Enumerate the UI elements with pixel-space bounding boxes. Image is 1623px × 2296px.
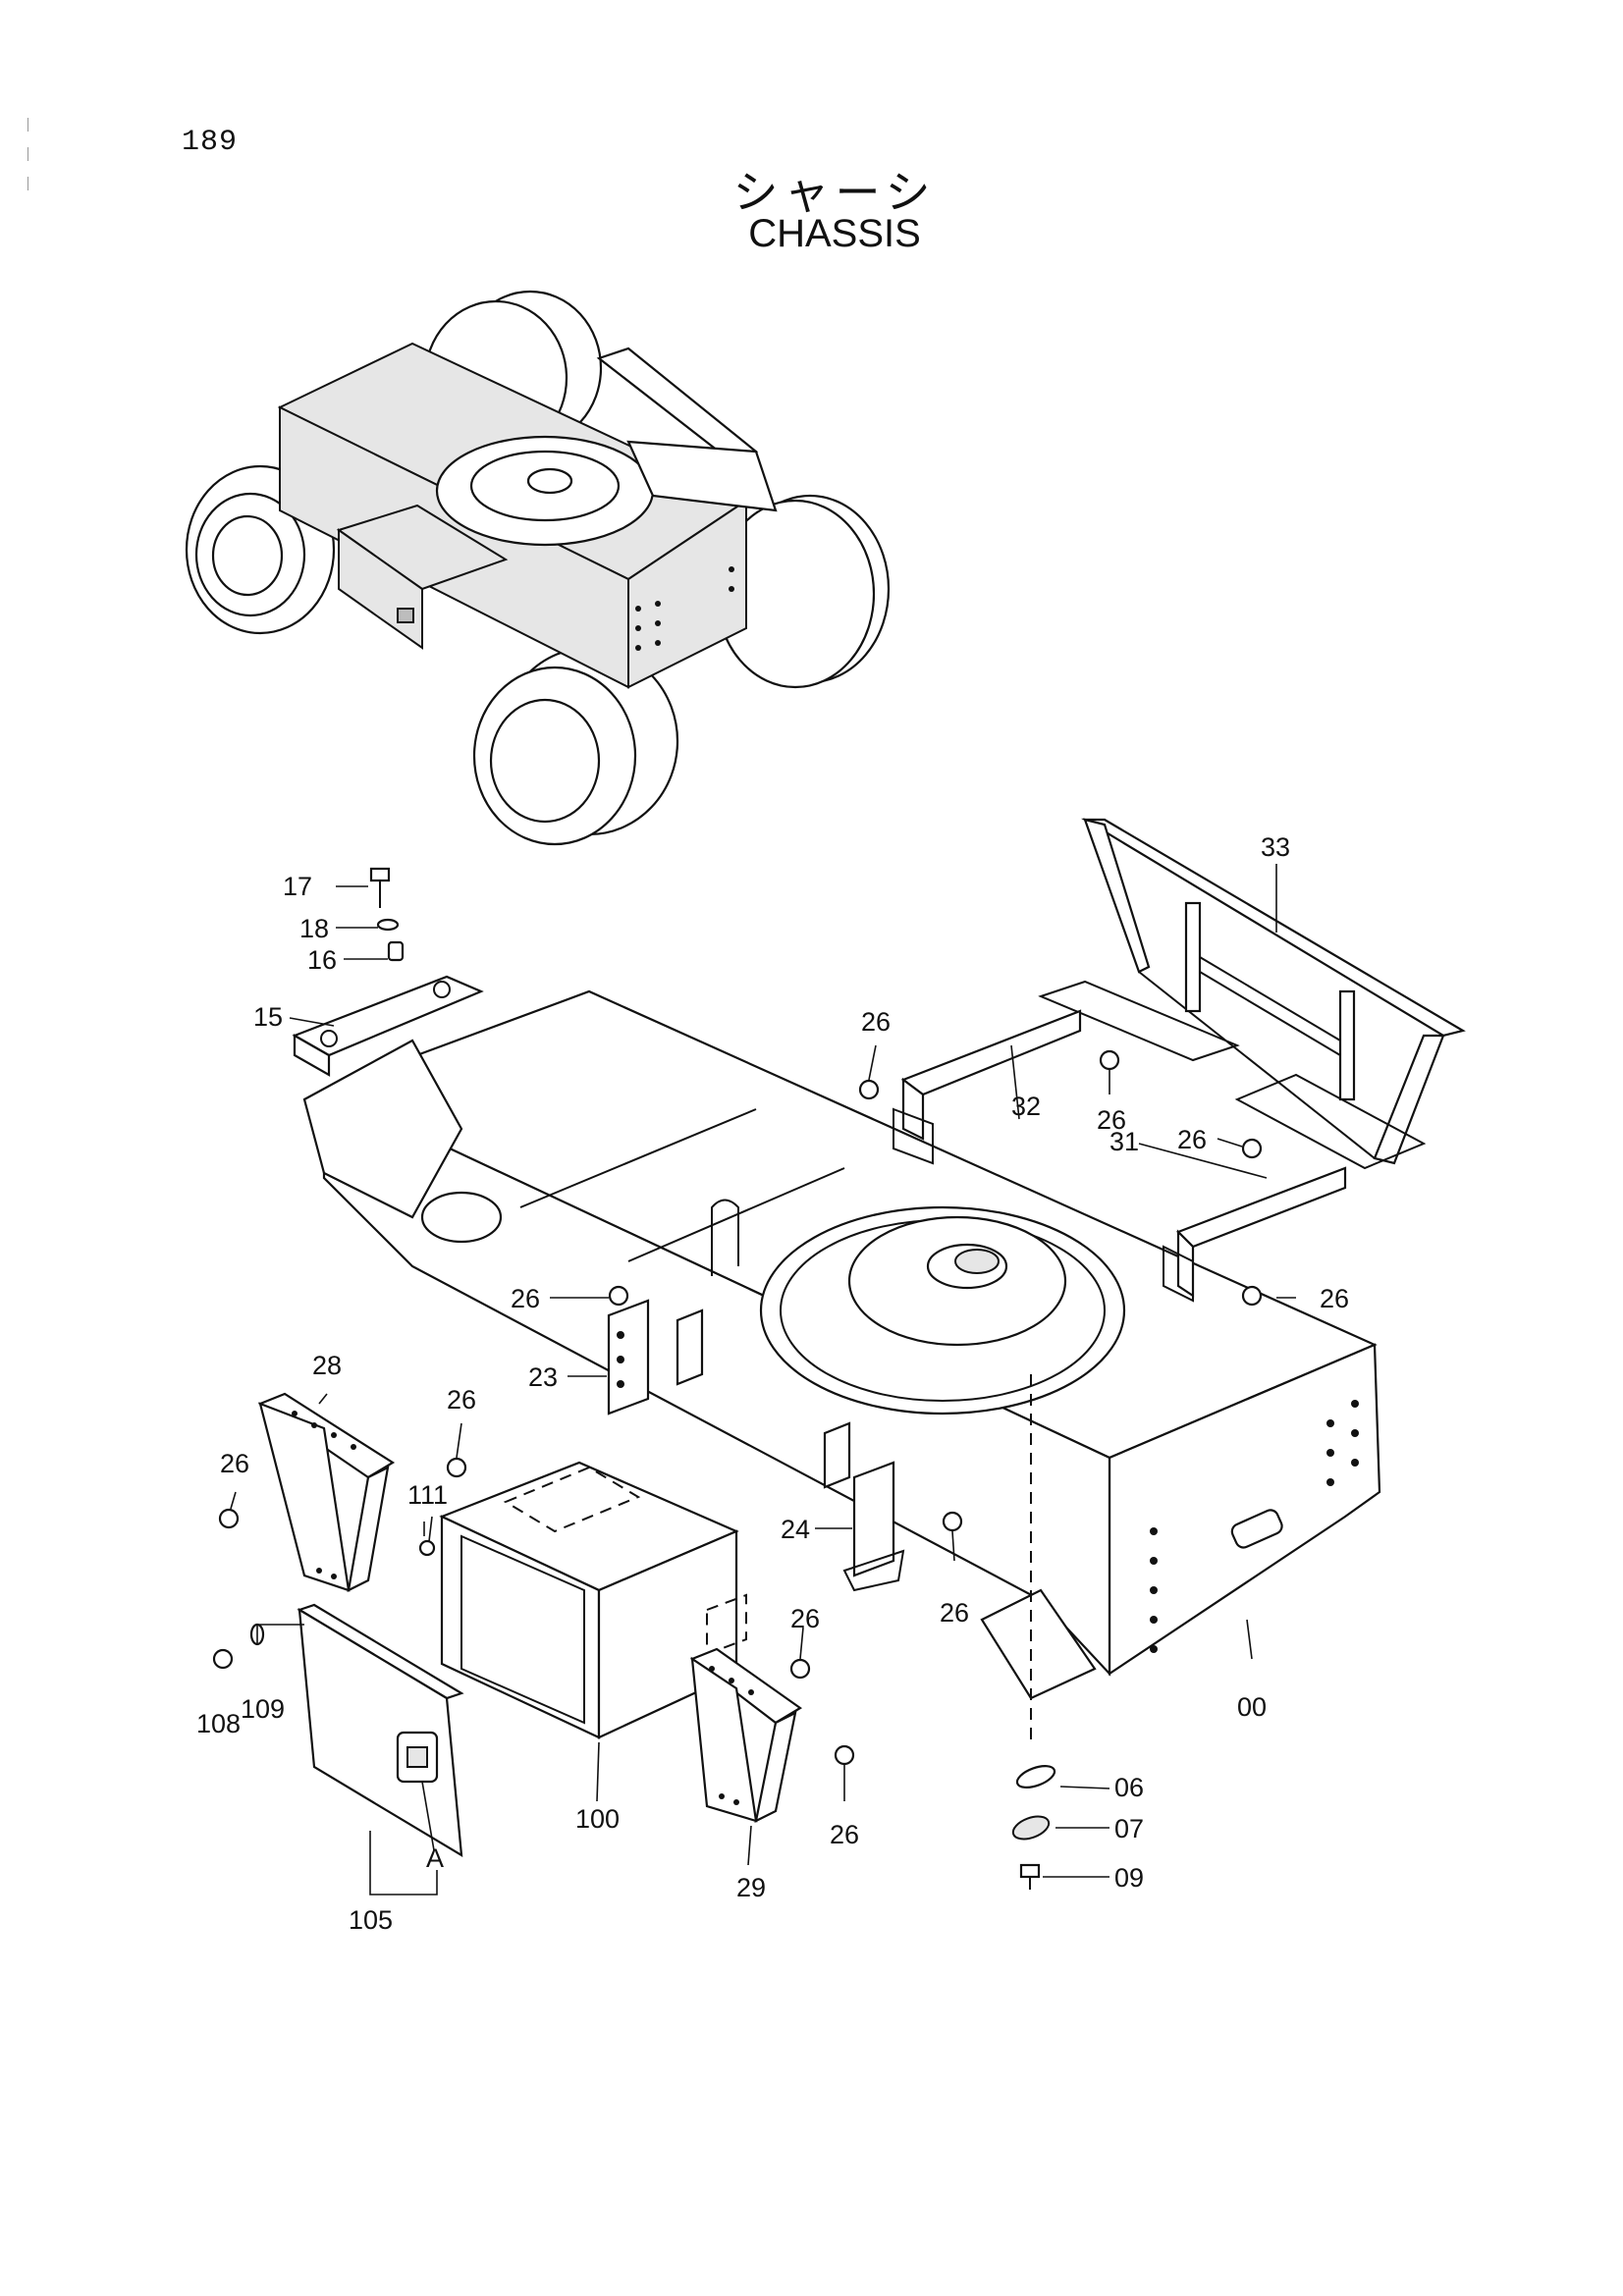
- frame-part-33: [1038, 818, 1466, 1170]
- callout-18: 18: [299, 914, 329, 943]
- step-part-28: [257, 1392, 396, 1592]
- callout-108: 108: [196, 1709, 241, 1738]
- callout-105: 105: [349, 1905, 393, 1935]
- chassis-overview-illustration: [185, 290, 891, 846]
- callout-07: 07: [1114, 1814, 1144, 1843]
- step-part-29: [689, 1647, 803, 1823]
- callout-109: 109: [241, 1694, 285, 1724]
- cover-part-105: [297, 1603, 464, 1858]
- callout-26-f: 26: [447, 1385, 476, 1415]
- plate-part-24: [823, 1421, 905, 1592]
- callout-100: 100: [575, 1804, 620, 1834]
- callout-28: 28: [312, 1351, 342, 1380]
- callout-29: 29: [736, 1873, 766, 1902]
- plate-part-23: [607, 1299, 704, 1415]
- callout-31: 31: [1109, 1127, 1139, 1156]
- callout-111: 111: [407, 1480, 448, 1510]
- exploded-view: 17 18 16 15 33 26 32 26 26 31 26 26 23 2…: [196, 818, 1466, 1935]
- callout-33: 33: [1261, 832, 1290, 862]
- bracket-part-32: [893, 1009, 1082, 1165]
- callout-26-b: 26: [1097, 1105, 1126, 1135]
- main-frame-part: [302, 989, 1381, 1747]
- page-number: 189: [182, 126, 239, 159]
- callout-26-a: 26: [861, 1007, 891, 1037]
- callout-16: 16: [307, 945, 337, 975]
- callout-26-g: 26: [220, 1449, 249, 1478]
- callout-26-c: 26: [1177, 1125, 1207, 1154]
- callout-09: 09: [1114, 1863, 1144, 1893]
- callout-00: 00: [1237, 1692, 1267, 1722]
- margin-marks: [27, 108, 31, 226]
- title-japanese: シャーシ: [732, 166, 937, 219]
- callout-32: 32: [1011, 1092, 1041, 1121]
- bracket-part-31: [1163, 1166, 1347, 1303]
- callout-17: 17: [283, 872, 312, 901]
- callout-26-d: 26: [1320, 1284, 1349, 1313]
- small-parts-06-07-09: [1011, 1765, 1056, 1890]
- callout-labels: 17 18 16 15 33 26 32 26 26 31 26 26 23 2…: [196, 832, 1349, 1935]
- box-part-100: [439, 1461, 747, 1739]
- pad-part-15: [292, 975, 484, 1077]
- callout-A: A: [426, 1843, 444, 1873]
- leader-lines: [230, 864, 1296, 1896]
- callout-26-h: 26: [940, 1598, 969, 1628]
- callout-15: 15: [253, 1002, 283, 1032]
- callout-06: 06: [1114, 1773, 1144, 1802]
- bolt-icons: [212, 1049, 1263, 1766]
- title-english: CHASSIS: [748, 212, 921, 255]
- callout-24: 24: [781, 1515, 810, 1544]
- callout-26-i: 26: [790, 1604, 820, 1633]
- callout-26-e: 26: [511, 1284, 540, 1313]
- callout-26-j: 26: [830, 1820, 859, 1849]
- bolt-stack-17-18-16: [369, 867, 405, 962]
- callout-23: 23: [528, 1362, 558, 1392]
